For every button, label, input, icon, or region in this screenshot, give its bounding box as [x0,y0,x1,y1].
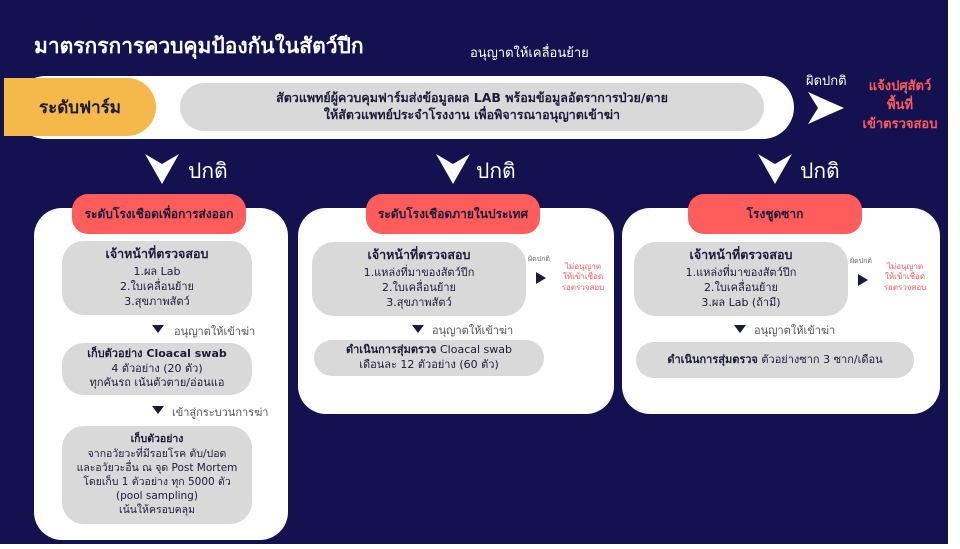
carcass-abnormal-action-line-3: รอตรวจสอบ [883,282,927,292]
farm-abnormal-action-line-3: เข้าตรวจสอบ [862,116,938,132]
export-inspection-item-2: 2.ใบเคลื่อนย้าย [120,280,194,294]
domestic-swab-heading-rest: Cloacal swab [436,343,512,357]
domestic-inspection-item-1: 1.แหล่งที่มาของสัตว์ปีก [363,266,475,280]
carcass-abnormal-label: ผิดปกติ [850,257,872,265]
carcass-sampling-box: ดำเนินการสุ่มตรวจ ตัวอย่างซาก 3 ซาก/เดือ… [636,342,914,378]
export-step-slaughter-process: เข้าสู่กระบวนการฆ่า [172,406,269,419]
export-step-permit-slaughter: อนุญาตให้เข้าฆ่า [174,325,256,338]
export-inspection-heading: เจ้าหน้าที่ตรวจสอบ [105,246,209,262]
carcass-plant-header: โรงชูดซาก [688,194,862,234]
farm-abnormal-label: ผิดปกติ [806,74,847,89]
normal-arrow-icon [436,154,470,184]
farm-abnormal-action-line-2: พื้นที่ [886,97,914,113]
domestic-swab-box: ดำเนินการสุ่มตรวจ Cloacal swab เดือนละ 1… [314,340,544,376]
domestic-inspection-box: เจ้าหน้าที่ตรวจสอบ 1.แหล่งที่มาของสัตว์ป… [312,242,526,316]
export-slaughterhouse-header: ระดับโรงเชือดเพื่อการส่งออก [72,194,246,234]
domestic-inspection-item-2: 2.ใบเคลื่อนย้าย [382,281,456,295]
export-swab-box: เก็บตัวอย่าง Cloacal swab 4 ตัวอย่าง (20… [62,343,252,395]
carcass-inspection-heading: เจ้าหน้าที่ตรวจสอบ [689,247,793,263]
export-postmortem-line-4: (pool sampling) [116,490,198,503]
export-inspection-item-3: 3.สุขภาพสัตว์ [124,294,190,308]
export-postmortem-line-3: โดยเก็บ 1 ตัวอย่าง ทุก 5000 ตัว [83,476,231,488]
farm-abnormal-arrow-icon [808,92,844,124]
farm-abnormal-action-line-1: แจ้งปศุสัตว์ [868,79,932,94]
normal-label-col1: ปกติ [188,159,228,183]
domestic-swab-line-1: เดือนละ 12 ตัวอย่าง (60 ตัว) [359,358,499,371]
export-postmortem-heading: เก็บตัวอย่าง [130,433,184,446]
export-swab-heading: เก็บตัวอย่าง Cloacal swab [87,346,227,360]
carcass-sampling-heading: ดำเนินการสุ่มตรวจ ตัวอย่างซาก 3 ซาก/เดือ… [667,353,882,368]
carcass-inspection-box: เจ้าหน้าที่ตรวจสอบ 1.แหล่งที่มาของสัตว์ป… [634,242,848,316]
export-postmortem-line-1: จากอวัยวะที่มีรอยโรค ตับ/ปอด [87,447,227,460]
carcass-abnormal-action: ไม่อนุญาต ให้เข้าเชือด รอตรวจสอบ [874,262,936,293]
domestic-swab-heading: ดำเนินการสุ่มตรวจ Cloacal swab [346,343,512,358]
step-arrow-icon [734,325,746,333]
export-swab-line-2: ทุกคันรถ เน้นตัวตาย/อ่อนแอ [89,376,225,390]
export-swab-line-1: 4 ตัวอย่าง (20 ตัว) [111,361,203,375]
export-inspection-item-1: 1.ผล Lab [133,265,181,279]
domestic-inspection-heading: เจ้าหน้าที่ตรวจสอบ [367,247,471,263]
carcass-sampling-heading-bold: ดำเนินการสุ่มตรวจ [667,352,758,366]
export-postmortem-line-5: เน้นให้ครอบคลุม [118,504,195,517]
carcass-abnormal-action-line-1: ไม่อนุญาต [886,262,924,271]
domestic-abnormal-action-line-2: ให้เข้าเชือด [562,272,604,282]
farm-level-label: ระดับฟาร์ม [4,78,156,136]
farm-abnormal-action: แจ้งปศุสัตว์ พื้นที่ เข้าตรวจสอบ [850,78,948,135]
domestic-abnormal-action-line-1: ไม่อนุญาต [564,262,602,271]
step-arrow-icon [152,406,164,414]
farm-level-description: สัตวแพทย์ผู้ควบคุมฟาร์มส่งข้อมูลผล LAB พ… [180,83,764,131]
normal-arrow-icon [758,154,792,184]
carcass-abnormal-arrow-icon [858,274,868,286]
carcass-abnormal-action-line-2: ให้เข้าเชือด [884,272,926,282]
slide-background: มาตรกรการควบคุมป้องกันในสัตว์ปีก อนุญาตใ… [0,0,948,544]
carcass-inspection-item-3: 3.ผล Lab (ถ้ามี) [701,295,781,309]
page-title: มาตรกรการควบคุมป้องกันในสัตว์ปีก [34,34,364,58]
domestic-step-permit-slaughter: อนุญาตให้เข้าฆ่า [432,324,514,337]
domestic-abnormal-action: ไม่อนุญาต ให้เข้าเชือด รอตรวจสอบ [552,262,614,293]
domestic-inspection-item-3: 3.สุขภาพสัตว์ [386,295,452,309]
export-inspection-box: เจ้าหน้าที่ตรวจสอบ 1.ผล Lab 2.ใบเคลื่อนย… [62,241,252,315]
window-edge [948,0,960,549]
step-arrow-icon [152,325,164,333]
farm-description-line-1: สัตวแพทย์ผู้ควบคุมฟาร์มส่งข้อมูลผล LAB พ… [276,90,668,106]
domestic-abnormal-arrow-icon [536,272,546,284]
normal-label-col3: ปกติ [800,159,840,183]
domestic-abnormal-label: ผิดปกติ [528,255,550,263]
carcass-inspection-item-1: 1.แหล่งที่มาของสัตว์ปีก [685,266,797,280]
export-postmortem-box: เก็บตัวอย่าง จากอวัยวะที่มีรอยโรค ตับ/ปอ… [62,426,252,524]
domestic-swab-heading-bold: ดำเนินการสุ่มตรวจ [345,343,437,357]
step-arrow-icon [412,325,424,333]
domestic-slaughterhouse-header: ระดับโรงเชือดภายในประเทศ [366,194,540,234]
carcass-inspection-item-2: 2.ใบเคลื่อนย้าย [704,281,778,295]
domestic-abnormal-action-line-3: รอตรวจสอบ [561,282,605,292]
movement-permitted-label: อนุญาตให้เคลื่อนย้าย [470,46,589,61]
normal-arrow-icon [145,154,179,184]
normal-label-col2: ปกติ [476,159,516,183]
export-postmortem-line-2: และอวัยวะอื่น ณ จุด Post Mortem [76,461,238,474]
carcass-sampling-heading-rest: ตัวอย่างซาก 3 ซาก/เดือน [757,352,883,366]
farm-description-line-2: ให้สัตวแพทย์ประจำโรงงาน เพื่อพิจารณาอนุญ… [323,107,621,122]
carcass-step-permit-slaughter: อนุญาตให้เข้าฆ่า [754,324,836,337]
